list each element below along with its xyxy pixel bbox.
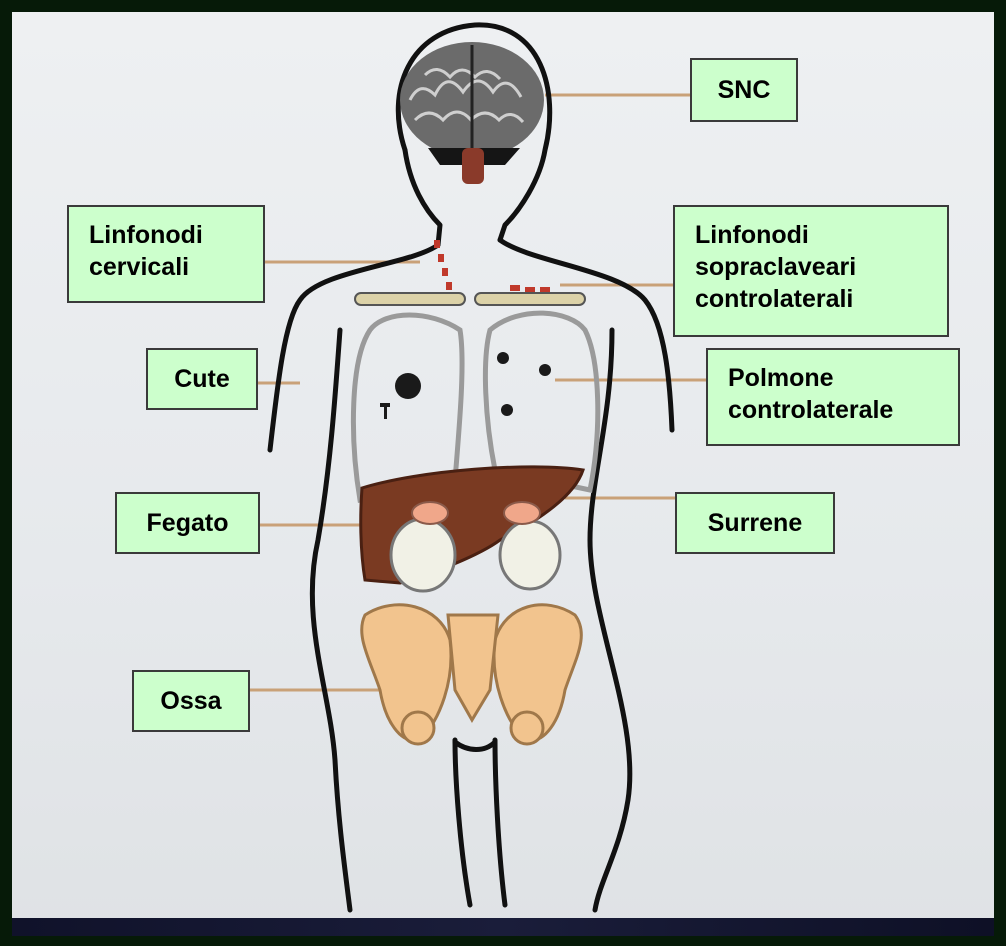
label-cute: Cute (146, 348, 258, 410)
label-fegato: Fegato (115, 492, 260, 554)
pelvis (362, 605, 582, 744)
label-linfonodi-cervicali: Linfonodi cervicali (67, 205, 265, 303)
brain (400, 42, 544, 184)
label-ossa: Ossa (132, 670, 250, 732)
lung-lesions (380, 352, 551, 419)
lymph-nodes (434, 240, 550, 293)
label-snc: SNC (690, 58, 798, 122)
label-linfonodi-sopraclaveari: Linfonodi sopraclaveari controlaterali (673, 205, 949, 337)
leader-lines (250, 95, 706, 690)
clavicles (355, 293, 585, 305)
label-surrene: Surrene (675, 492, 835, 554)
label-polmone-controlaterale: Polmone controlaterale (706, 348, 960, 446)
bottom-strip (12, 918, 994, 936)
